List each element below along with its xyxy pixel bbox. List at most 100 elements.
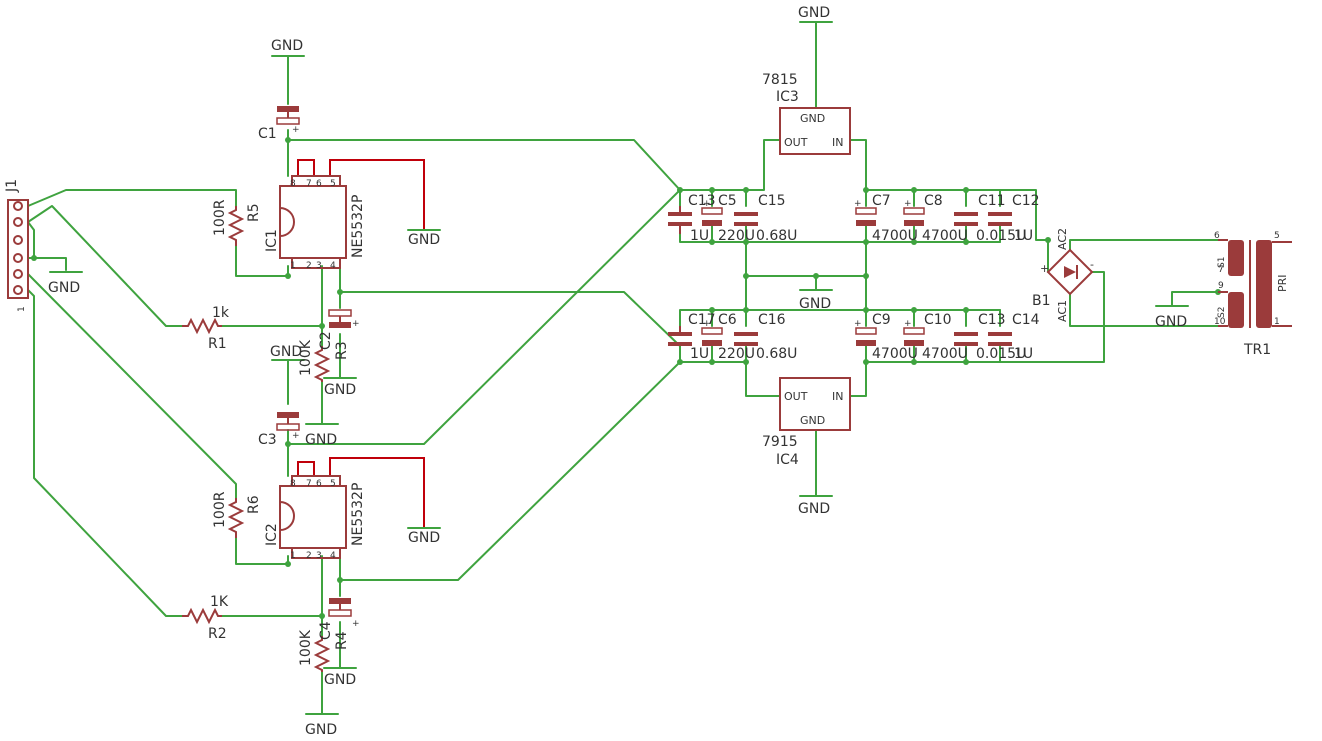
connector-pin bbox=[13, 201, 23, 211]
tr1-pin-9: 9 bbox=[1218, 281, 1224, 291]
ic1-pin-7: 7 bbox=[306, 179, 312, 189]
tr1-pin-6: 6 bbox=[1214, 231, 1220, 241]
junction bbox=[863, 359, 869, 365]
c11-ref: C11 bbox=[978, 193, 1006, 209]
gnd-label: GND bbox=[48, 280, 80, 296]
r1-ref: R1 bbox=[208, 336, 227, 352]
c12-plate bbox=[988, 212, 1012, 216]
c6-value: 220U bbox=[718, 346, 755, 362]
connector-pin bbox=[13, 269, 23, 279]
c17-plate bbox=[668, 342, 692, 346]
c14-plate bbox=[988, 342, 1012, 346]
resistors: 100R R5 1k R1 100K R3 100R R6 1K R2 100K… bbox=[182, 199, 350, 672]
junctions bbox=[31, 137, 1221, 619]
wire-ic2-pin7-loop bbox=[297, 461, 315, 476]
c8-plate bbox=[904, 220, 924, 226]
junction bbox=[743, 239, 749, 245]
connector-pin bbox=[13, 285, 23, 295]
tr1-secondary-s2 bbox=[1228, 292, 1244, 328]
bridge-ac1: AC1 bbox=[1056, 300, 1069, 322]
c13a-value: 1U bbox=[690, 228, 709, 244]
tr1-s2: S2 bbox=[1217, 307, 1227, 318]
c14-ref: C14 bbox=[1012, 312, 1040, 328]
ic1-part: NE5532P bbox=[350, 195, 366, 258]
wire-ic2-vminus bbox=[339, 361, 681, 581]
junction bbox=[1045, 237, 1051, 243]
c2-plate bbox=[329, 322, 351, 328]
ic2-pin-6: 6 bbox=[316, 479, 322, 489]
c15-value: 0.68U bbox=[756, 228, 797, 244]
junction bbox=[743, 273, 749, 279]
ic2-part: NE5532P bbox=[350, 483, 366, 546]
r2-value: 1K bbox=[210, 594, 229, 610]
c10-plate-outline bbox=[903, 327, 925, 335]
r4-ref: R4 bbox=[334, 631, 350, 650]
wire-ic1-vplus bbox=[287, 139, 681, 191]
junction bbox=[743, 187, 749, 193]
ic1-bottom-pins bbox=[291, 257, 341, 269]
junction bbox=[911, 307, 917, 313]
junction bbox=[709, 307, 715, 313]
ic3-body bbox=[779, 107, 851, 155]
junction bbox=[31, 255, 37, 261]
wire-gnd-top-minus bbox=[679, 309, 1001, 327]
junction bbox=[285, 441, 291, 447]
c10-ref: C10 bbox=[924, 312, 952, 328]
r6-value: 100R bbox=[212, 491, 228, 528]
c2-plate-outline bbox=[328, 309, 352, 317]
c4-plate-outline bbox=[328, 609, 352, 617]
r4-body bbox=[313, 636, 331, 672]
supply-caps-lower: + C17 C6 C16 1U 220U 0.68U + + C9 C10 C1… bbox=[668, 312, 1040, 362]
junction bbox=[677, 187, 683, 193]
r6-body bbox=[227, 498, 245, 538]
junction bbox=[709, 239, 715, 245]
junction bbox=[863, 307, 869, 313]
junction bbox=[285, 561, 291, 567]
tr1-primary bbox=[1256, 240, 1272, 328]
junction bbox=[319, 613, 325, 619]
junction bbox=[963, 187, 969, 193]
c17-value: 1U bbox=[690, 346, 709, 362]
wires bbox=[27, 21, 1219, 715]
c3-ref: C3 bbox=[258, 432, 277, 448]
connector-pin bbox=[13, 217, 23, 227]
c15-plate bbox=[734, 222, 758, 226]
ic2-pin-5: 5 bbox=[330, 479, 336, 489]
r2-body bbox=[182, 607, 222, 625]
r3-value: 100K bbox=[298, 339, 314, 376]
ic2-ref: IC2 bbox=[264, 523, 280, 546]
tr1-secondary-s1 bbox=[1228, 240, 1244, 276]
wire-ac2 bbox=[1069, 239, 1219, 251]
ic2-body bbox=[279, 485, 347, 549]
tr1-pin-5: 5 bbox=[1274, 231, 1280, 241]
c11-plate bbox=[954, 212, 978, 216]
ic2: 8 7 6 5 1 2 3 4 IC2 NE5532P bbox=[264, 475, 366, 561]
c6-plate-outline bbox=[701, 327, 723, 335]
c7-ref: C7 bbox=[872, 193, 891, 209]
junction bbox=[863, 239, 869, 245]
wire-ic2-pin5-out bbox=[329, 457, 425, 528]
c11-value: 0.015U bbox=[976, 228, 1026, 244]
c2-ref: C2 bbox=[318, 331, 334, 350]
ic4-ref: IC4 bbox=[776, 452, 799, 468]
ic2-notch bbox=[279, 501, 295, 531]
ic1-top-pins bbox=[291, 175, 341, 187]
c9-ref: C9 bbox=[872, 312, 891, 328]
c13b-plate bbox=[954, 342, 978, 346]
wire-j1-r5 bbox=[27, 189, 237, 207]
c2-polarity: + bbox=[352, 319, 360, 329]
c10-value: 4700U bbox=[922, 346, 968, 362]
c9-plate-outline bbox=[855, 327, 877, 335]
junction bbox=[709, 187, 715, 193]
c4-plate bbox=[329, 598, 351, 604]
c5-polarity: + bbox=[703, 199, 711, 209]
wire-ic2-vplus bbox=[287, 189, 681, 445]
gnd-label: GND bbox=[408, 530, 440, 546]
junction bbox=[743, 307, 749, 313]
tr1-pin-1: 1 bbox=[1274, 317, 1280, 327]
bridge-plus: + bbox=[1040, 262, 1049, 275]
r3-ref: R3 bbox=[334, 341, 350, 360]
junction bbox=[285, 273, 291, 279]
junction bbox=[677, 359, 683, 365]
c17-ref: C17 bbox=[688, 312, 716, 328]
